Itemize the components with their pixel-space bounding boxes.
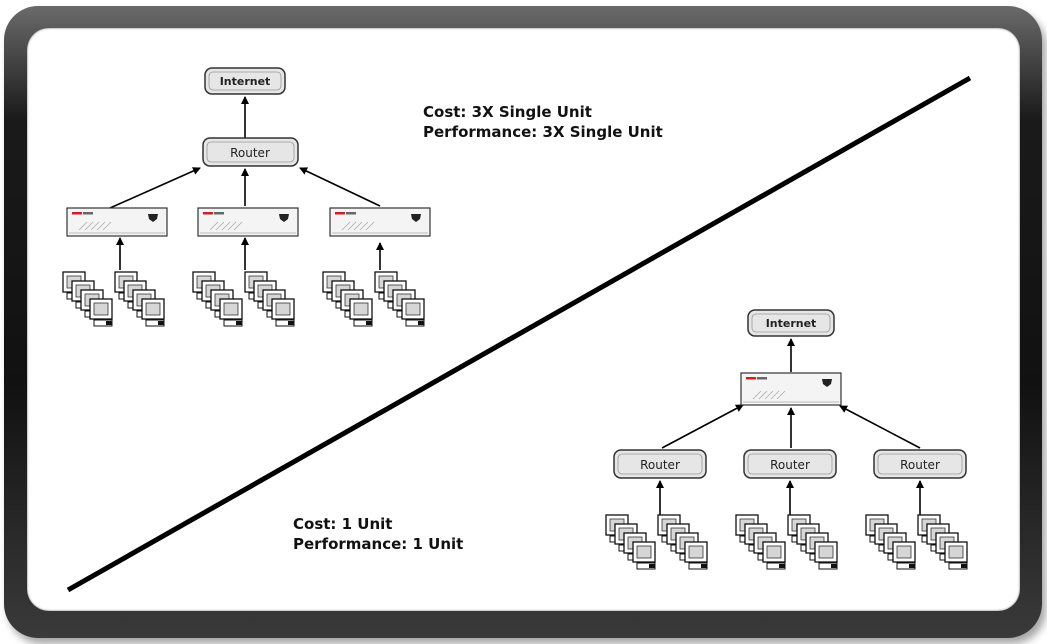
workstation-cluster-2 (192, 271, 295, 327)
divider-diagonal-line (66, 75, 972, 593)
workstation-cluster-6 (865, 514, 968, 570)
bottom-router-label-3: Router (900, 458, 940, 472)
top-performance-text: Performance: 3X Single Unit (423, 123, 663, 141)
bottom-router-label-2: Router (770, 458, 810, 472)
frame-canvas (27, 28, 1020, 611)
connection-arrow-4 (299, 167, 381, 207)
connection-arrow-9 (661, 404, 744, 449)
shield-icon (822, 379, 832, 387)
workstation-cluster-5 (735, 514, 838, 570)
top-internet-label: Internet (220, 75, 271, 88)
bottom-router-label-1: Router (640, 458, 680, 472)
shield-icon (279, 214, 289, 222)
shield-icon (411, 214, 421, 222)
load-balancer-appliances (66, 207, 842, 406)
workstation-clusters (62, 271, 968, 570)
workstation-cluster-1 (62, 271, 165, 327)
bottom-router-box-3: Router (873, 449, 967, 479)
bottom-cost-text: Cost: 1 Unit (293, 515, 393, 533)
connection-arrow-11 (839, 405, 921, 449)
shield-icon (148, 214, 158, 222)
workstation-cluster-4 (605, 514, 708, 570)
connection-arrow-2 (109, 167, 201, 209)
workstation-cluster-3 (322, 271, 425, 327)
bottom-performance-text: Performance: 1 Unit (293, 535, 464, 553)
appliance-1 (66, 207, 168, 237)
appliance-2 (197, 207, 299, 237)
top-router-label: Router (230, 146, 270, 160)
bottom-internet-box: Internet (747, 309, 835, 337)
bottom-router-box-1: Router (613, 449, 707, 479)
top-cost-text: Cost: 3X Single Unit (423, 103, 592, 121)
bottom-internet-label: Internet (766, 317, 817, 330)
appliance-center (740, 372, 842, 406)
connection-arrows (109, 96, 924, 515)
top-internet-box: Internet (204, 67, 286, 95)
bottom-router-box-2: Router (743, 449, 837, 479)
top-router-box: Router (202, 137, 299, 167)
appliance-3 (329, 207, 431, 237)
